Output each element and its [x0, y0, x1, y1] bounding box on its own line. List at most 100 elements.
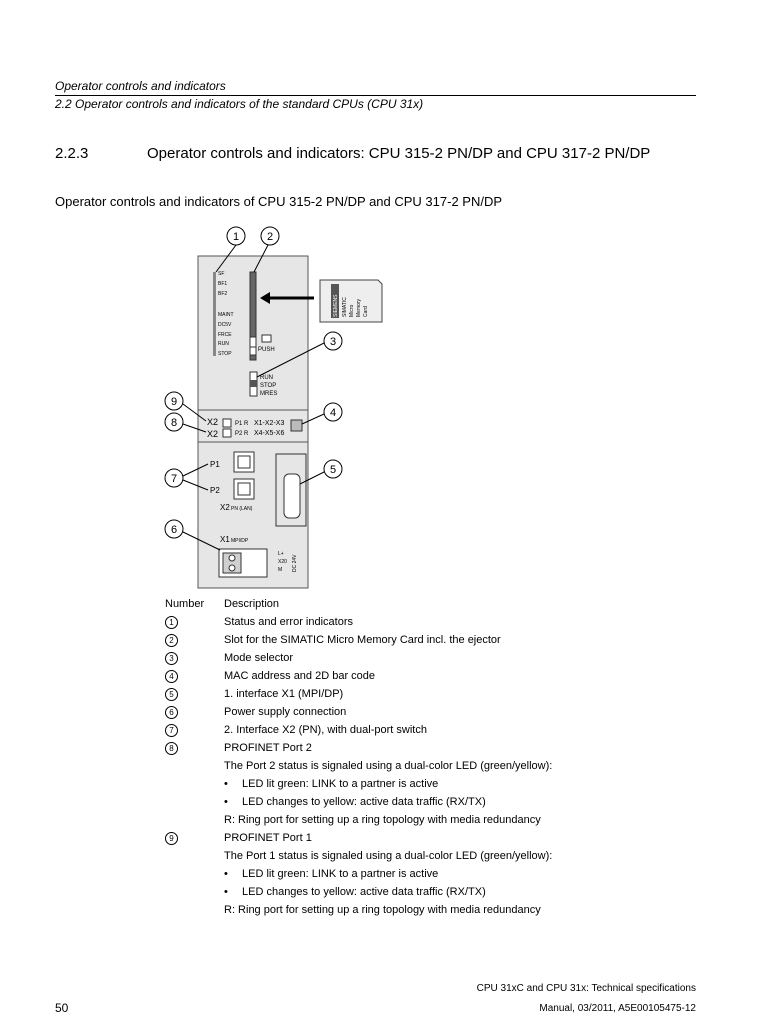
port1-title: PROFINET Port 1: [224, 832, 312, 844]
led-column: SF BF1 BF2 MAINT DC5V FRCE RUN STOP: [213, 271, 234, 357]
memory-card: SIEMENS SIMATIC Micro Memory Card: [319, 279, 383, 323]
row-description: MAC address and 2D bar code: [224, 670, 376, 682]
power-terminal-plug: [222, 552, 242, 574]
subd-connector: [283, 473, 301, 519]
leader-7b: [182, 479, 209, 491]
power-side-label: DC 24V: [292, 554, 298, 572]
table-head-description: Description: [224, 598, 280, 610]
callout-2: 2: [267, 231, 273, 243]
port1-note: R: Ring port for setting up a ring topol…: [224, 904, 541, 916]
push-label: PUSH: [258, 347, 275, 353]
ejector-button: [249, 346, 257, 356]
card-line-3: Memory: [356, 298, 362, 317]
row-number: 8: [165, 739, 215, 757]
barcode-icon: [290, 419, 303, 432]
terminal-screw-bottom: [228, 564, 236, 572]
row-number: 4: [165, 667, 215, 685]
running-header-chapter: Operator controls and indicators: [55, 79, 226, 93]
section-number: 2.2.3: [55, 145, 89, 162]
leader-3: [256, 342, 325, 378]
row-number: 9: [165, 829, 215, 847]
port-p2-label: P2: [210, 486, 220, 495]
row-description: PROFINET Port 2 The Port 2 status is sig…: [224, 739, 552, 829]
callout-circle-9: [164, 391, 184, 411]
table-row: 5 1. interface X1 (MPI/DP): [165, 685, 552, 703]
callout-6: 6: [171, 524, 177, 536]
insert-arrow-head: [260, 292, 270, 304]
running-header-section: 2.2 Operator controls and indicators of …: [55, 97, 424, 111]
callout-circle-4: [323, 402, 343, 422]
table-row: 3 Mode selector: [165, 649, 552, 667]
table-row-port2: 8 PROFINET Port 2 The Port 2 status is s…: [165, 739, 552, 829]
table-row: 1 Status and error indicators: [165, 613, 552, 631]
mac-bottom-label: X4-X5-X6: [254, 430, 284, 437]
port1-bullet-2: •LED changes to yellow: active data traf…: [224, 886, 486, 898]
row-number: 6: [165, 703, 215, 721]
callout-circle-8: [164, 412, 184, 432]
rj45-port-p1: [233, 451, 255, 473]
description-table: Number Description 1 Status and error in…: [165, 595, 552, 919]
mode-label-stop: STOP: [260, 383, 276, 389]
led-label-dc5v: DC5V: [218, 322, 232, 328]
footer-title: CPU 31xC and CPU 31x: Technical specific…: [476, 983, 696, 994]
port2-bullet-1: •LED lit green: LINK to a partner is act…: [224, 778, 439, 790]
leader-1: [215, 244, 237, 273]
leader-6: [182, 531, 221, 551]
table-row-port1: 9 PROFINET Port 1 The Port 1 status is s…: [165, 829, 552, 919]
table-row: 7 2. Interface X2 (PN), with dual-port s…: [165, 721, 552, 739]
row-description: Mode selector: [224, 652, 294, 664]
p1r-label: P1 R: [235, 421, 249, 427]
table-row: 2 Slot for the SIMATIC Micro Memory Card…: [165, 631, 552, 649]
table-row: 6 Power supply connection: [165, 703, 552, 721]
leader-2: [253, 244, 269, 273]
led-label-bf2: BF2: [218, 291, 227, 297]
leader-5: [299, 471, 325, 485]
leader-8: [182, 423, 207, 433]
row-number: 7: [165, 721, 215, 739]
card-line-2: Micro: [349, 305, 355, 317]
section-title: Operator controls and indicators: CPU 31…: [147, 145, 651, 162]
port2-status-line: The Port 2 status is signaled using a du…: [224, 760, 553, 772]
push-icon: [261, 334, 272, 343]
leader-4: [301, 413, 325, 425]
table-row: 4 MAC address and 2D bar code: [165, 667, 552, 685]
x2pn-sub-label: PN (LAN): [231, 506, 253, 512]
callout-7: 7: [171, 473, 177, 485]
table-head-number: Number: [165, 598, 205, 610]
callout-circle-6: [164, 519, 184, 539]
port2-led: [222, 428, 232, 438]
card-brand-strip: [331, 284, 339, 318]
mac-top-label: X1-X2-X3: [254, 420, 284, 427]
mmc-slot: [249, 271, 257, 361]
row-description: 1. interface X1 (MPI/DP): [224, 688, 344, 700]
led-label-frce: FRCE: [218, 332, 232, 338]
mode-selector-knob: [250, 380, 257, 387]
power-label-x20: X20: [278, 559, 287, 565]
page-number: 50: [55, 1001, 69, 1015]
figure-heading: Operator controls and indicators of CPU …: [55, 194, 503, 209]
callouts: 1 2 3 4 5 6 7 8 9: [164, 226, 343, 551]
callout-3: 3: [330, 336, 336, 348]
mode-label-mres: MRES: [260, 391, 277, 397]
led-label-maint: MAINT: [218, 312, 234, 318]
header-rule: [55, 95, 696, 96]
callout-circle-5: [323, 459, 343, 479]
rj45-port-p1-inner: [237, 455, 251, 469]
x1-sub-label: MPI/DP: [231, 538, 249, 544]
terminal-screw-top: [228, 554, 236, 562]
row-description: Slot for the SIMATIC Micro Memory Card i…: [224, 634, 501, 646]
callout-5: 5: [330, 464, 336, 476]
port2-note: R: Ring port for setting up a ring topol…: [224, 814, 541, 826]
leader-9: [182, 403, 207, 422]
row-number: 5: [165, 685, 215, 703]
callout-4: 4: [330, 407, 336, 419]
port1-bullet-1: •LED lit green: LINK to a partner is act…: [224, 868, 439, 880]
x2pn-label: X2: [220, 503, 230, 512]
rj45-port-p2-inner: [237, 482, 251, 496]
row-number: 3: [165, 649, 215, 667]
card-line-0: SIEMENS: [333, 294, 339, 317]
led-label-bf1: BF1: [218, 281, 227, 287]
x2-top-label: X2: [207, 417, 218, 427]
row-description: PROFINET Port 1 The Port 1 status is sig…: [224, 829, 552, 919]
callout-9: 9: [171, 396, 177, 408]
